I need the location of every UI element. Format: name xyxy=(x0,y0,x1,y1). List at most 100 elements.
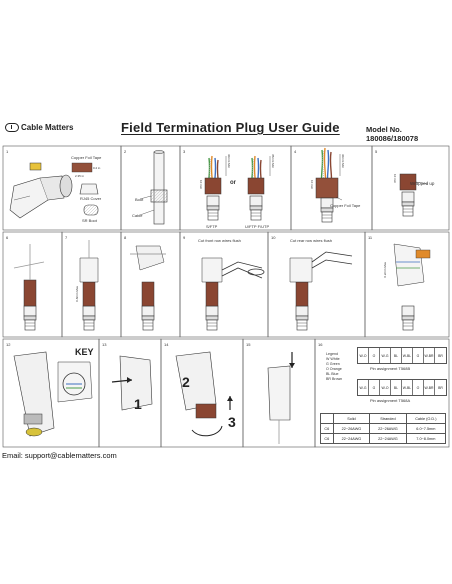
table-cell: 22~26AWG xyxy=(332,423,371,434)
t568a-pin-row: W-G G W-O BL W-BL O W-BR BR xyxy=(357,379,447,396)
table-cell: 22~26AWG xyxy=(369,423,407,434)
step-number-3: 3 xyxy=(183,149,186,154)
step-number-6: 6 xyxy=(6,235,9,240)
pin-cell: W-BR xyxy=(424,380,435,395)
step11-max-label: 0.2mm Max xyxy=(383,262,387,278)
table-cell: 22~24AWG xyxy=(332,433,371,444)
pin-cell: BR xyxy=(438,385,443,390)
step-2-diagram xyxy=(139,150,168,225)
t568a-label: Pin assignment T568A xyxy=(370,398,411,403)
cable-label: Cable xyxy=(132,213,143,218)
step13-arrow-1: 1 xyxy=(134,396,142,412)
step14-arrow-2: 2 xyxy=(182,374,190,390)
brand-logo: Cable Matters xyxy=(5,123,73,132)
step-3-diagram xyxy=(204,155,271,221)
step-number-5: 5 xyxy=(375,149,378,154)
pin-cell: W-G xyxy=(358,380,369,395)
step3-35mm-label: 35mm Min xyxy=(271,154,275,169)
step4-10mm-label: 10 mm xyxy=(310,180,314,190)
pin-cell: O xyxy=(369,348,380,363)
support-email[interactable]: Email: support@cablematters.com xyxy=(2,451,117,460)
pin-cell: W-BL xyxy=(402,380,413,395)
legend-title: Legend xyxy=(326,352,338,356)
step-1-diagram xyxy=(9,162,99,219)
boot-label: Boot xyxy=(135,197,144,202)
step-number-10: 10 xyxy=(271,235,276,240)
table-cell: 6.0~7.5mm xyxy=(405,423,447,434)
t568b-pin-row: W-O O W-G BL W-BL G W-BR BR xyxy=(357,347,447,364)
step4-tape-label: Copper Foil Tape xyxy=(330,203,361,208)
pin-cell: W-O xyxy=(358,348,369,363)
step14-arrow-3: 3 xyxy=(228,414,236,430)
pinout-legend: Legend W White G Green O Orange BL Blue … xyxy=(326,352,342,382)
step3-30mm-label: 30mm Min xyxy=(227,154,231,169)
sftp-label: S/FTP xyxy=(206,224,218,229)
or-label: or xyxy=(230,180,236,186)
pin-cell: W-BL xyxy=(402,348,413,363)
table-header-cell: Stranded xyxy=(369,413,407,424)
pin-cell: W-BR xyxy=(424,348,435,363)
pin-cell: BL xyxy=(391,348,402,363)
tape-dimension-label: 2.35 in xyxy=(75,174,85,178)
step3-10mm-label: 10 mm xyxy=(199,180,203,190)
copper-foil-tape-label: Copper Foil Tape xyxy=(71,155,102,160)
table-header-row: Solid Stranded Cable (O.D.) xyxy=(320,413,447,424)
step-number-4: 4 xyxy=(294,149,297,154)
step-number-8: 8 xyxy=(124,235,127,240)
sr-boot-label: SR Boot xyxy=(82,218,97,223)
step-number-14: 14 xyxy=(164,342,169,347)
legend-item: BL Blue xyxy=(326,372,339,376)
legend-item: W White xyxy=(326,357,340,361)
cut-rear-row-label: Cut rear row wires flush xyxy=(290,238,333,243)
legend-item: O Orange xyxy=(326,367,342,371)
step-number-13: 13 xyxy=(102,342,107,347)
table-cell: C6 xyxy=(320,433,334,444)
legend-item: G Green xyxy=(326,362,340,366)
key-label: KEY xyxy=(75,347,94,357)
page-title: Field Termination Plug User Guide xyxy=(121,120,340,135)
table-header-cell: Cable (O.D.) xyxy=(405,413,447,424)
table-cell: 22~24AWG xyxy=(369,433,407,444)
step-number-16: 16 xyxy=(318,342,323,347)
step-12-to-15-diagrams xyxy=(13,351,295,444)
step-4-diagram xyxy=(315,147,343,223)
pin-cell: G xyxy=(369,380,380,395)
table-cell: C6 xyxy=(320,423,334,434)
table-row: C6 22~26AWG 22~26AWG 6.0~7.5mm xyxy=(320,423,447,434)
panel-borders xyxy=(2,145,450,448)
uftp-label: U/FTP F/UTP xyxy=(245,224,270,229)
model-number: Model No. 180086/180078 xyxy=(366,125,419,143)
wire-spec-table: Solid Stranded Cable (O.D.) C6 22~26AWG … xyxy=(320,413,447,444)
step-number-11: 11 xyxy=(368,235,373,240)
step-6-to-11-diagrams xyxy=(13,240,431,331)
table-header-cell xyxy=(320,413,334,424)
wrapped-up-label: Wrapped up xyxy=(410,181,435,186)
pin-cell: BR xyxy=(438,353,443,358)
rj45-cover-label: RJ45 Cover xyxy=(80,196,102,201)
step-number-2: 2 xyxy=(124,149,127,154)
pin-cell: G xyxy=(413,348,424,363)
brand-name: Cable Matters xyxy=(21,123,74,132)
table-header-cell: Solid xyxy=(332,413,371,424)
table-row: C6 22~24AWG 22~24AWG 7.0~8.0mm xyxy=(320,433,447,444)
step4-30mm-label: 30mm Min xyxy=(341,154,345,169)
cut-front-row-label: Cut front row wires flush xyxy=(198,238,241,243)
step5-10mm-label: 10 mm xyxy=(393,174,397,184)
tape-width-label: 0.2 in xyxy=(93,166,101,170)
step-number-1: 1 xyxy=(6,149,9,154)
step-number-9: 9 xyxy=(183,235,186,240)
pin-cell: W-G xyxy=(380,348,391,363)
step-number-15: 15 xyxy=(246,342,251,347)
t568b-label: Pin assignment T568B xyxy=(370,366,411,371)
pin-cell: W-O xyxy=(380,380,391,395)
pin-cell: O xyxy=(413,380,424,395)
step-number-7: 7 xyxy=(65,235,68,240)
legend-item: BR Brown xyxy=(326,377,343,381)
step7-max-label: 0-8mm Max xyxy=(75,286,79,302)
cable-matters-logo-icon xyxy=(5,123,19,132)
step-5-diagram xyxy=(399,173,429,217)
pin-cell: BL xyxy=(391,380,402,395)
table-cell: 7.0~8.0mm xyxy=(405,433,447,444)
